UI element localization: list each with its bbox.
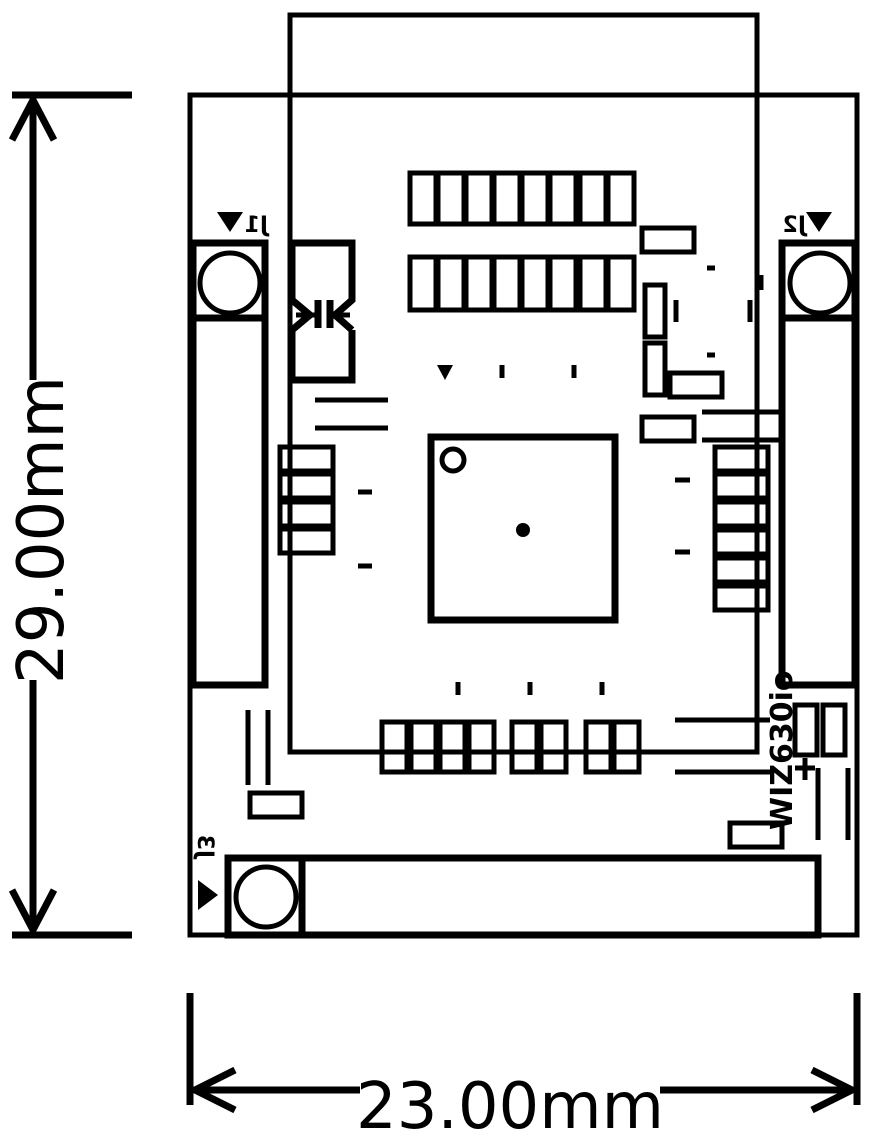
connector-j1: J1 <box>189 212 271 689</box>
resistor-pad <box>277 444 336 474</box>
resistor-pad <box>519 254 551 313</box>
resistor-pad <box>667 370 725 400</box>
resistor-pad <box>277 471 336 501</box>
module-outline <box>287 12 760 755</box>
resistor-pad <box>611 719 642 775</box>
connector-j2: J2 <box>778 212 859 689</box>
resistor-pad <box>435 254 467 313</box>
height-label: 29.00mm <box>5 376 79 684</box>
capacitor <box>288 239 356 384</box>
resistor-pad <box>437 719 468 775</box>
resistor-pad <box>547 170 579 227</box>
resistor-pad <box>463 254 495 313</box>
resistor-pad <box>407 170 439 227</box>
resistor-pad <box>435 170 467 227</box>
resistor-pad <box>792 702 820 758</box>
resistor-pad <box>538 719 569 775</box>
j1-label: J1 <box>245 213 271 238</box>
resistor-pad <box>547 254 579 313</box>
resistor-pad <box>247 790 305 820</box>
resistor-pad <box>642 282 668 340</box>
width-dimension: 23.00mm <box>186 993 861 1139</box>
resistor-pad <box>712 527 771 557</box>
resistor-pad <box>583 719 614 775</box>
resistor-pad <box>712 444 771 474</box>
resistor-pad <box>712 583 771 613</box>
resistor-pad <box>463 170 495 227</box>
product-name-label: WIZ630io <box>765 670 800 830</box>
resistor-pad <box>639 225 697 255</box>
resistor-pad <box>408 719 439 775</box>
resistor-pad <box>712 499 771 529</box>
resistor-pad <box>466 719 497 775</box>
resistor-pad <box>577 170 609 227</box>
resistor-pad <box>277 526 336 556</box>
resistor-pad <box>491 254 523 313</box>
j3-label: J3 <box>192 835 217 861</box>
resistor-pad <box>712 471 771 501</box>
resistor-pad <box>642 340 668 398</box>
main-ic <box>427 433 619 624</box>
resistor-pad <box>820 702 848 758</box>
resistor-pad <box>727 820 785 850</box>
resistor-pad <box>639 414 697 444</box>
resistor-pad <box>277 499 336 529</box>
resistor-pad <box>491 170 523 227</box>
resistor-pad <box>519 170 551 227</box>
pin1-marker-icon <box>437 365 453 380</box>
resistor-pad <box>379 719 410 775</box>
resistor-pad <box>577 254 609 313</box>
connector-j3: J3 <box>192 835 822 939</box>
j2-label: J2 <box>783 213 809 238</box>
resistor-pad <box>605 254 637 313</box>
width-label: 23.00mm <box>356 1070 664 1139</box>
resistor-pad <box>605 170 637 227</box>
resistor-pad <box>712 555 771 585</box>
resistor-pad <box>509 719 540 775</box>
passive-components <box>245 170 851 850</box>
resistor-pad <box>407 254 439 313</box>
height-dimension: 29.00mm <box>5 91 132 939</box>
